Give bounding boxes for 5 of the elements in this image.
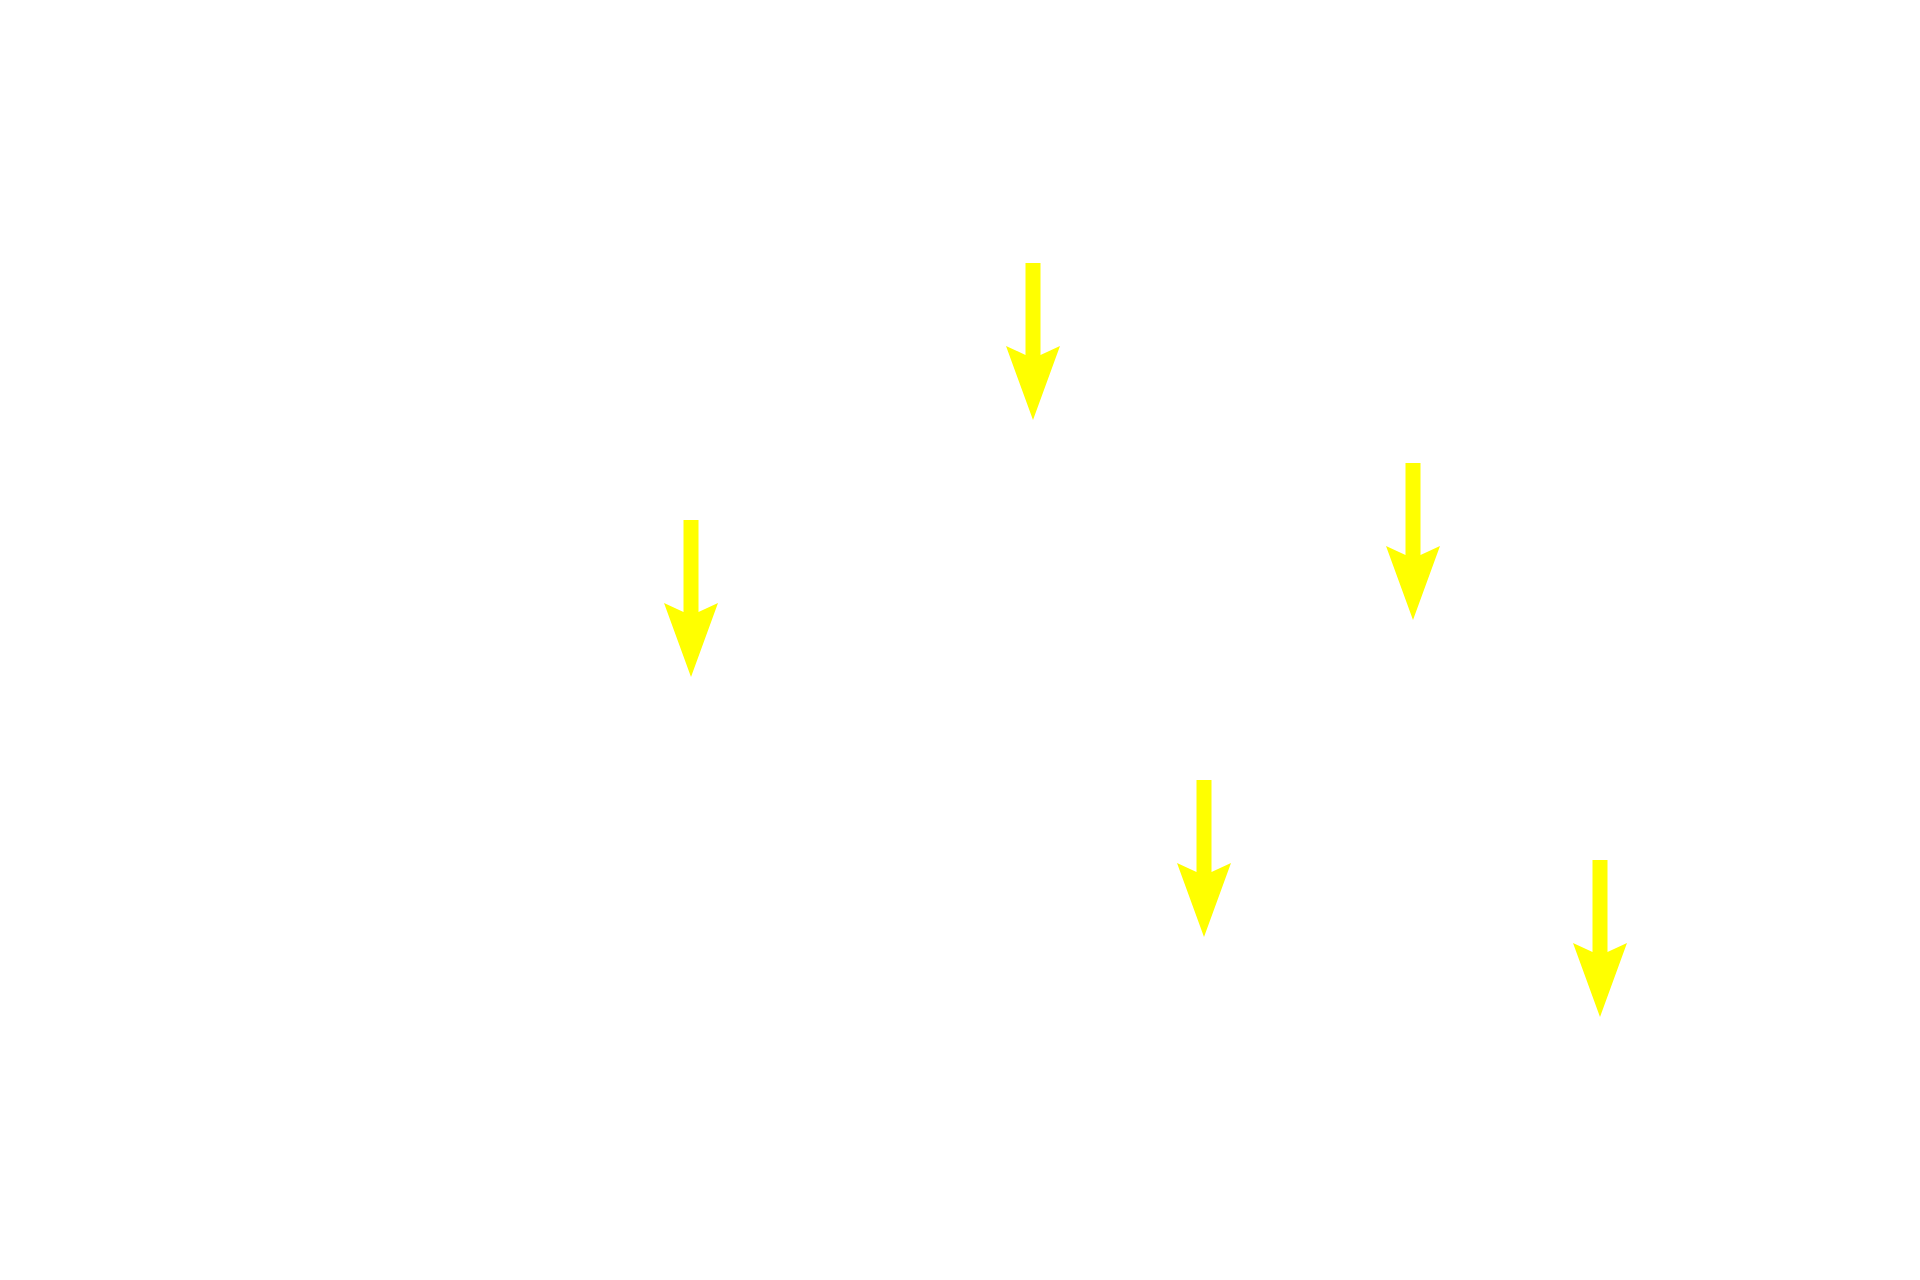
pointer-arrow xyxy=(1006,263,1060,420)
pointer-arrow xyxy=(1573,860,1627,1017)
pointer-arrow xyxy=(1386,463,1440,620)
pointer-arrow xyxy=(664,520,718,677)
pointer-arrow xyxy=(1177,780,1231,937)
